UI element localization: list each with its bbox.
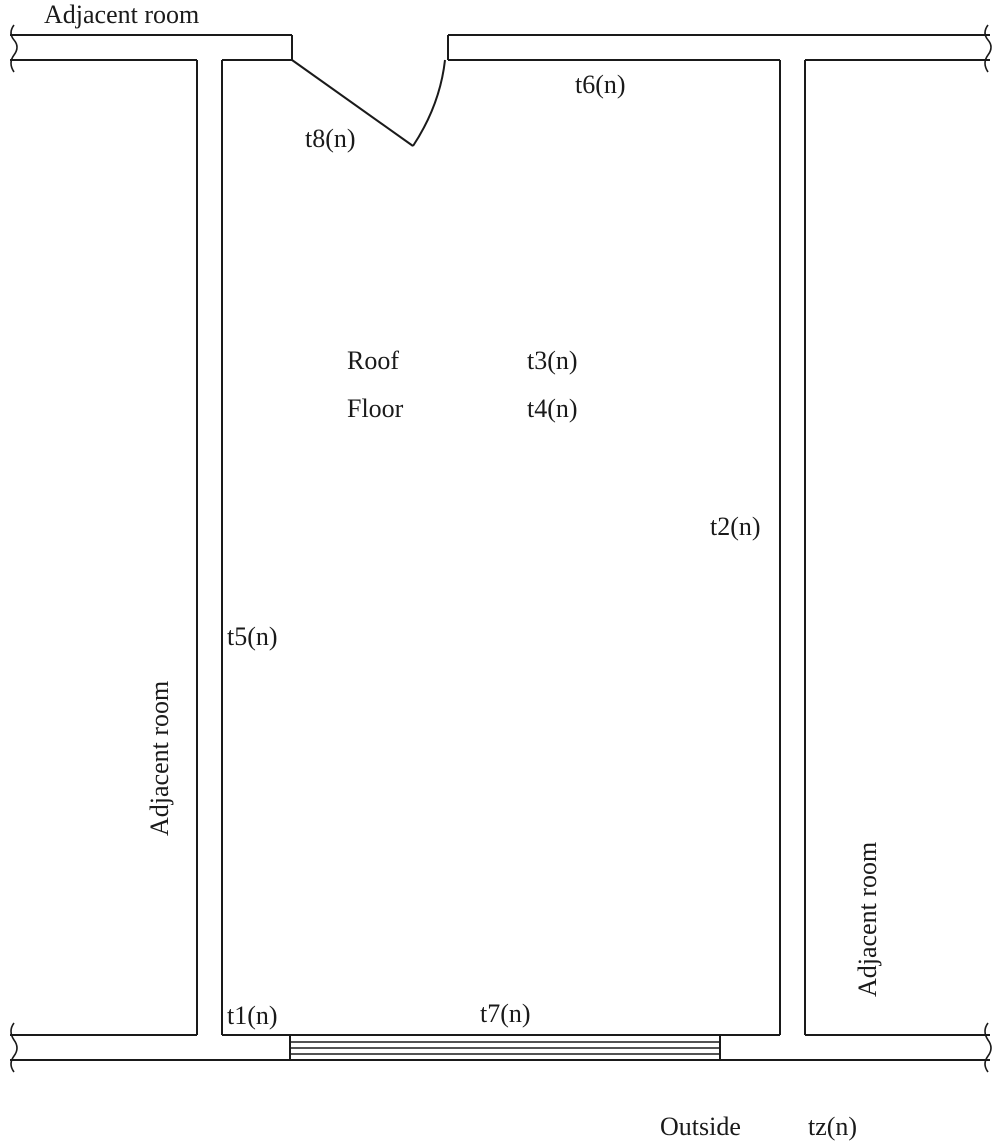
outside-label: Outside bbox=[660, 1112, 741, 1141]
bottom-wall bbox=[10, 1034, 990, 1061]
t8-label: t8(n) bbox=[305, 124, 356, 153]
adjacent-room-left-label: Adjacent room bbox=[145, 681, 174, 836]
left-wall bbox=[10, 60, 223, 1036]
t2-label: t2(n) bbox=[710, 512, 761, 541]
t7-label: t7(n) bbox=[480, 999, 531, 1028]
tz-label: tz(n) bbox=[808, 1112, 857, 1141]
adjacent-room-top-label: Adjacent room bbox=[44, 0, 199, 29]
adjacent-room-right-label: Adjacent room bbox=[853, 842, 882, 997]
window bbox=[289, 1035, 721, 1060]
t6-label: t6(n) bbox=[575, 70, 626, 99]
break-symbols bbox=[10, 24, 992, 1073]
roof-label: Roof bbox=[347, 346, 399, 375]
t4-label: t4(n) bbox=[527, 394, 578, 423]
top-wall bbox=[10, 34, 990, 61]
floor-label: Floor bbox=[347, 394, 404, 423]
t5-label: t5(n) bbox=[227, 622, 278, 651]
right-wall bbox=[779, 60, 990, 1036]
t3-label: t3(n) bbox=[527, 346, 578, 375]
door bbox=[291, 59, 446, 147]
t1-label: t1(n) bbox=[227, 1001, 278, 1030]
